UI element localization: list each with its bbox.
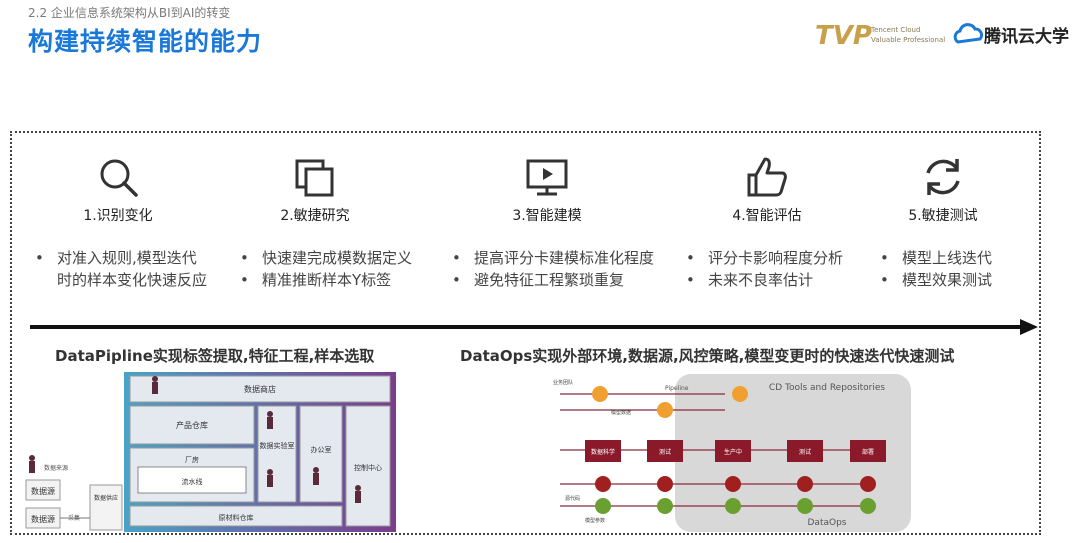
stage-label: 测试 xyxy=(659,448,671,456)
room-label: 办公室 xyxy=(311,445,332,454)
cloud-icon xyxy=(953,23,983,44)
room-label: 控制中心 xyxy=(354,463,382,472)
thumbs-up-icon xyxy=(747,157,787,197)
dataops-diagram: CD Tools and Repositories DataOps Pipeli… xyxy=(553,374,911,532)
side-label: 模型数据 xyxy=(611,409,631,416)
bullet-text: 精准推断样本Y标签 xyxy=(262,271,392,289)
step-identify-change: 1.识别变化 xyxy=(33,155,203,225)
tvp-sub2: Valuable Professional xyxy=(871,36,945,44)
step-label: 5.敏捷测试 xyxy=(908,208,978,224)
datapipeline-diagram: 数据源 数据源 数据供应 数据来源 采集 数据商店 产品仓库 数据实验室 办公室… xyxy=(25,372,396,532)
caption-datapipeline: DataPipline实现标签提取,特征工程,样本选取 xyxy=(55,347,375,365)
stage-label: 生产中 xyxy=(724,448,742,456)
search-icon xyxy=(100,159,138,197)
side-label: 模型参数 xyxy=(585,517,605,524)
data-source-label: 数据源 xyxy=(31,514,55,524)
pipeline-label: Pipeline xyxy=(665,385,689,392)
misc-label: 数据供应 xyxy=(94,494,118,502)
room-label: 数据实验室 xyxy=(260,441,295,450)
room-label: 数据商店 xyxy=(244,384,276,394)
tvp-sub1: Tencent Cloud xyxy=(870,26,920,34)
refresh-icon xyxy=(926,159,960,195)
section-label: 2.2 企业信息系统架构从BI到AI的转变 xyxy=(28,6,231,20)
bullets-research: •快速建完成模数据定义 •精准推断样本Y标签 xyxy=(240,249,413,289)
dataops-footer: DataOps xyxy=(808,518,847,528)
stage-label: 部署 xyxy=(862,448,874,456)
tvp-mark: TVP xyxy=(815,21,872,51)
bullet-text: 模型上线迭代 xyxy=(902,249,993,267)
stage-label: 数据科学 xyxy=(591,448,615,456)
data-source-group: 数据源 数据源 数据供应 数据来源 采集 xyxy=(25,464,123,531)
step-agile-research: 2.敏捷研究 xyxy=(230,155,400,225)
page-title: 构建持续智能的能力 xyxy=(28,27,263,56)
room-label: 流水线 xyxy=(182,477,203,486)
tencent-cloud-logo: 腾讯云大学 xyxy=(953,23,1069,47)
step-label: 2.敏捷研究 xyxy=(280,208,350,224)
bullet-text: 快速建完成模数据定义 xyxy=(262,249,413,267)
step-label: 4.智能评估 xyxy=(732,208,802,224)
side-label: 业务团队 xyxy=(553,379,573,386)
tvp-logo: TVP Tencent Cloud Valuable Professional xyxy=(815,21,945,51)
people-figures xyxy=(29,376,361,503)
data-source-label: 数据源 xyxy=(31,486,55,496)
bullet-text: 避免特征工程繁琐重复 xyxy=(474,271,625,289)
bullet-text: 时的样本变化快速反应 xyxy=(57,271,208,289)
caption-dataops: DataOps实现外部环境,数据源,风控策略,模型变更时的快速迭代快速测试 xyxy=(460,347,955,365)
bullet-text: 提高评分卡建模标准化程度 xyxy=(474,249,655,267)
dataops-title: CD Tools and Repositories xyxy=(769,383,885,393)
room-label: 厂房 xyxy=(185,455,199,464)
bullets-modeling: •提高评分卡建模标准化程度 •避免特征工程繁琐重复 xyxy=(452,249,655,289)
stage-boxes: 数据科学 测试 生产中 测试 部署 xyxy=(585,440,886,462)
bullet-text: 评分卡影响程度分析 xyxy=(708,249,844,267)
bullets-testing: •模型上线迭代 •模型效果测试 xyxy=(880,249,993,289)
bullets-identify: •对准入规则,模型迭代 时的样本变化快速反应 xyxy=(35,249,208,289)
bullets-evaluation: •评分卡影响程度分析 •未来不良率估计 xyxy=(686,249,844,289)
process-nodes xyxy=(595,476,876,514)
step-agile-testing: 5.敏捷测试 xyxy=(858,155,1028,225)
side-label: 源代码 xyxy=(565,495,580,502)
tencent-cloud-text: 腾讯云大学 xyxy=(984,26,1069,47)
step-label: 1.识别变化 xyxy=(83,208,153,224)
copy-icon xyxy=(295,159,334,197)
play-screen-icon xyxy=(526,159,568,196)
content-frame xyxy=(10,131,1041,535)
stage-label: 测试 xyxy=(799,448,811,456)
step-label: 3.智能建模 xyxy=(512,208,582,224)
bullet-text: 对准入规则,模型迭代 xyxy=(57,249,197,267)
bullet-text: 未来不良率估计 xyxy=(708,271,814,289)
bullet-text: 模型效果测试 xyxy=(902,271,993,289)
room-label: 原材料仓库 xyxy=(219,513,254,522)
timeline-arrow xyxy=(30,319,1038,335)
room-label: 产品仓库 xyxy=(176,420,208,430)
step-smart-evaluation: 4.智能评估 xyxy=(682,155,852,225)
step-smart-modeling: 3.智能建模 xyxy=(462,155,632,225)
misc-label: 数据来源 xyxy=(44,464,68,472)
side-labels: 业务团队 模型数据 源代码 模型参数 xyxy=(553,379,631,524)
top-nodes xyxy=(592,386,748,418)
